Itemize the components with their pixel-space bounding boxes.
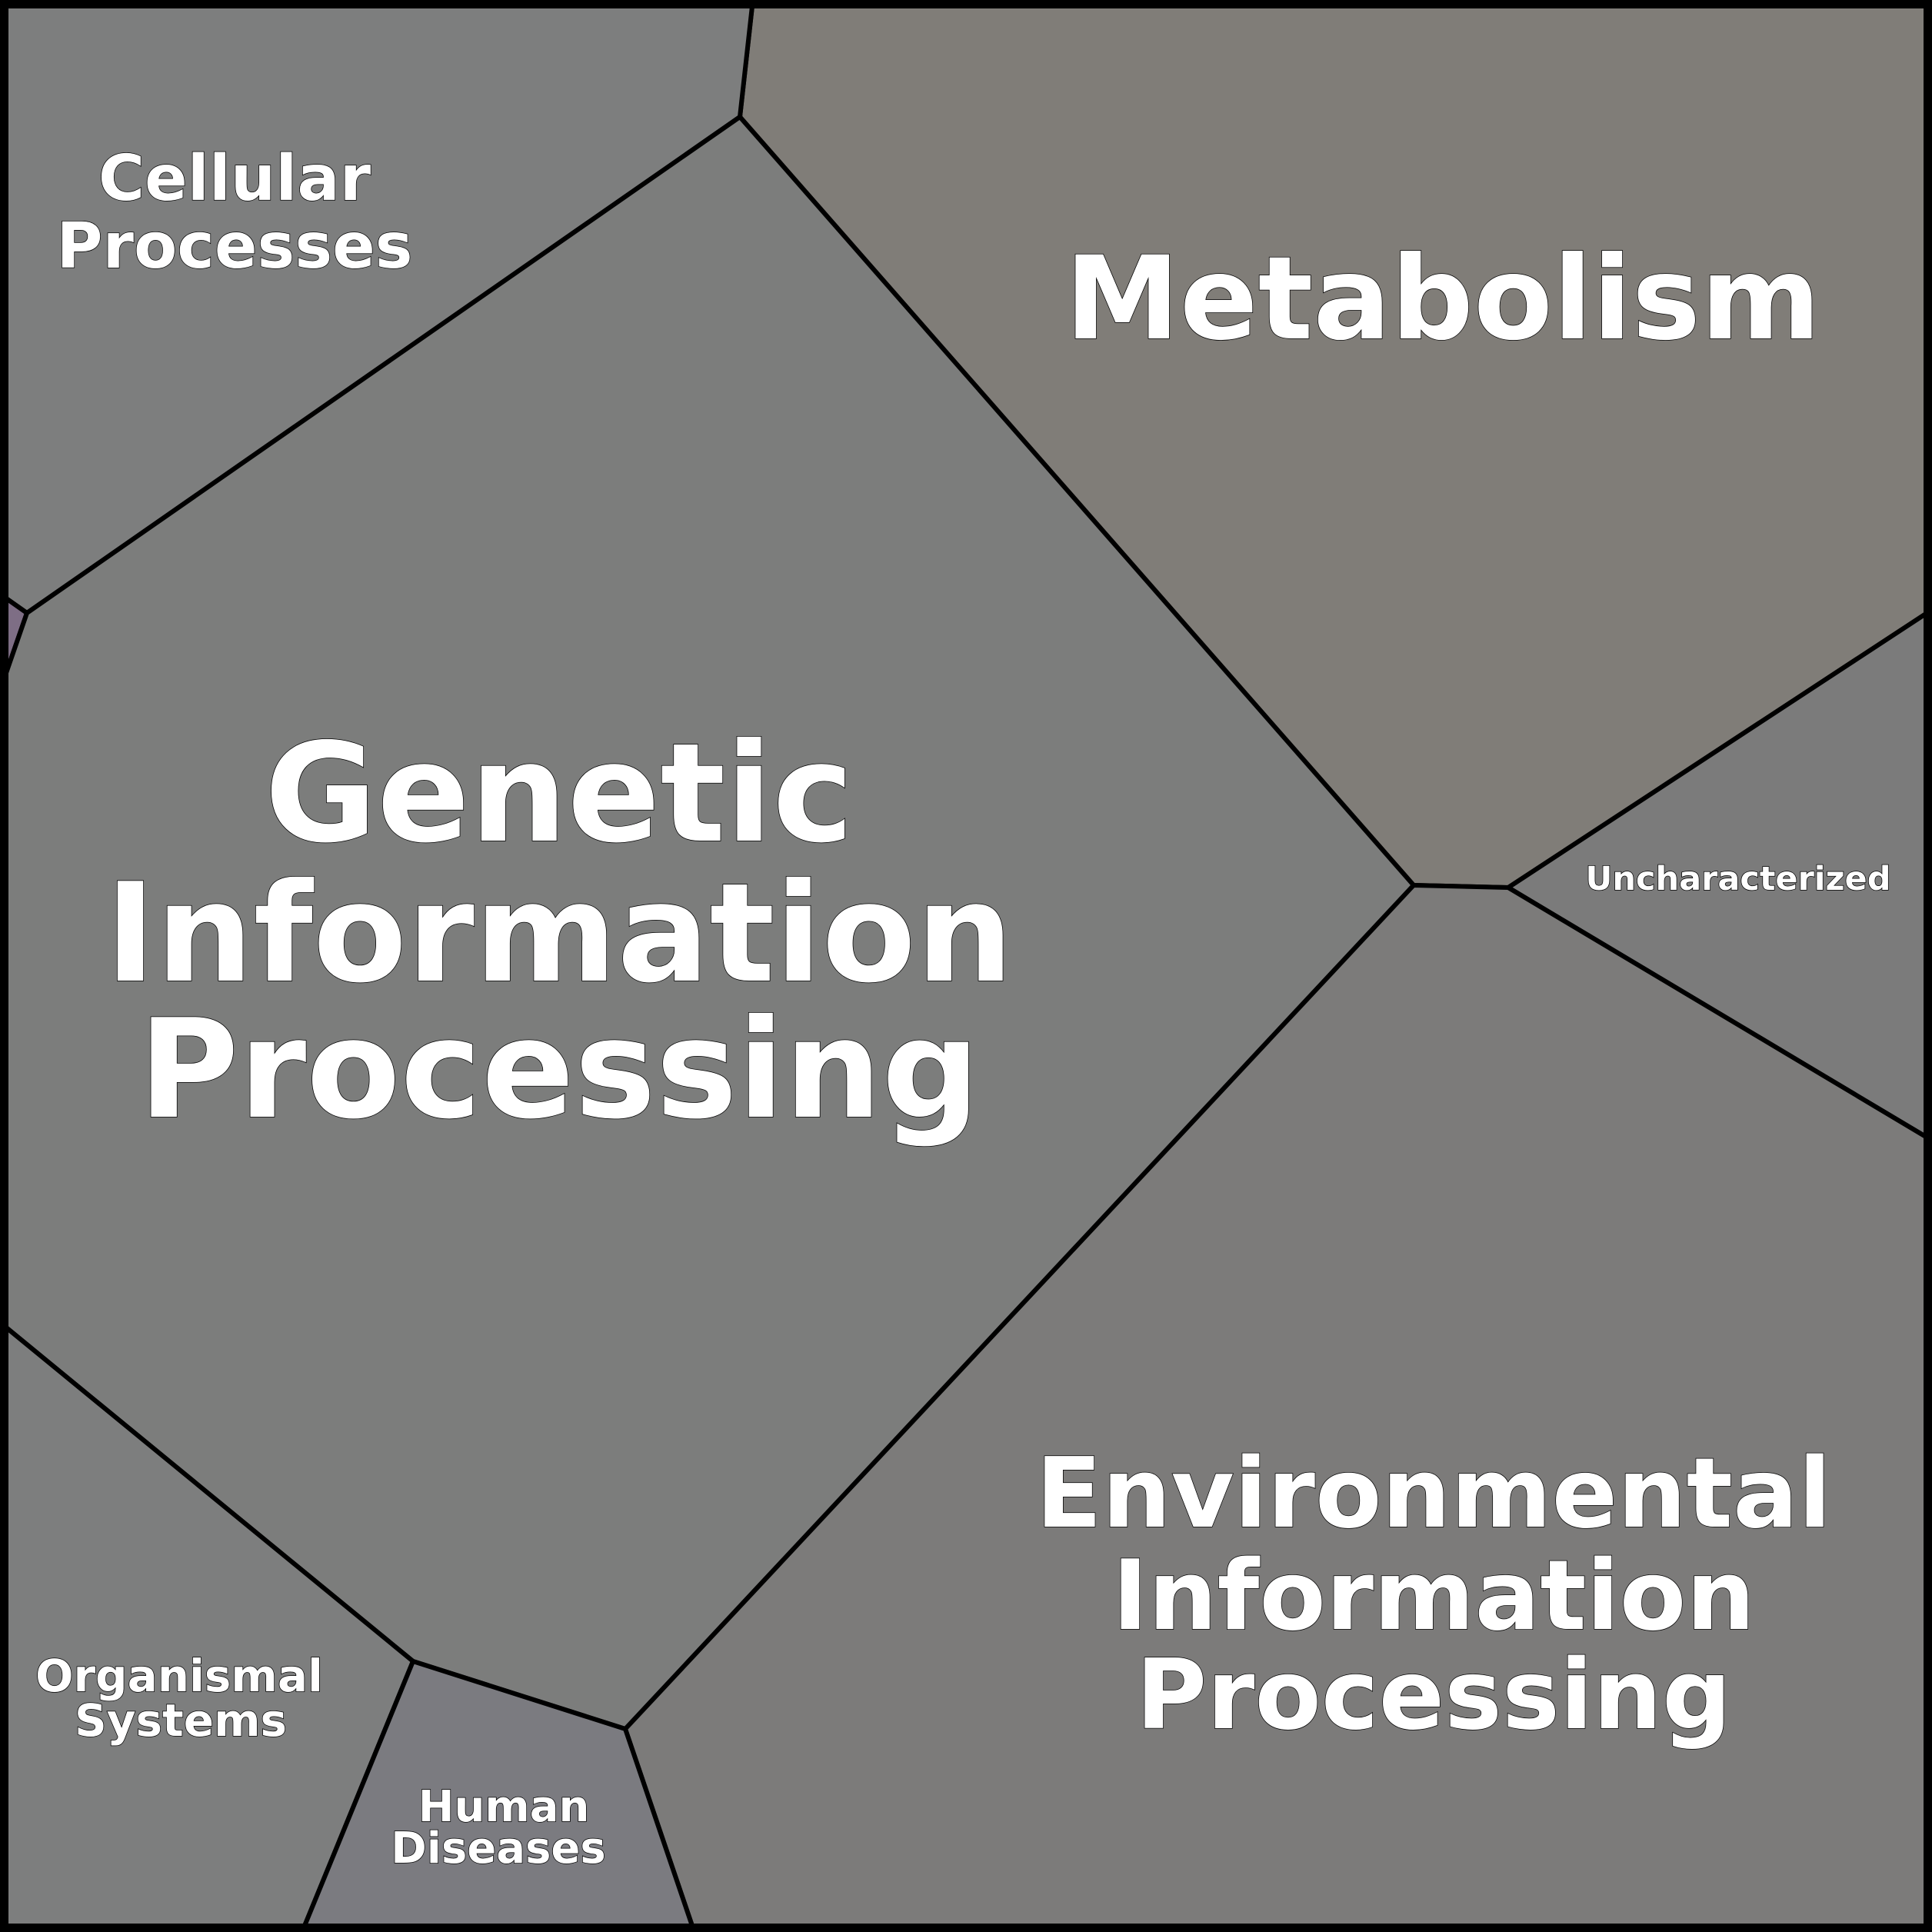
genetic-information-processing-label-line2: Information — [105, 854, 1013, 1013]
genetic-information-processing-label-line1: Genetic — [265, 714, 854, 873]
environmental-information-processing-label-line2: Information — [1112, 1539, 1755, 1652]
environmental-information-processing-label-line3: Processing — [1136, 1638, 1731, 1751]
human-diseases-label-line2: Diseases — [391, 1824, 605, 1874]
cellular-processes-label-line1: Cellular — [98, 142, 371, 215]
human-diseases-label-line1: Human — [418, 1782, 590, 1832]
environmental-information-processing-label-line1: Environmental — [1036, 1437, 1831, 1550]
organismal-systems-label-line2: Systems — [75, 1694, 287, 1747]
uncharacterized-label: Uncharacterized — [1586, 860, 1891, 898]
cellular-processes-label-line2: Processes — [56, 210, 412, 283]
organismal-systems-label-line1: Organismal — [35, 1650, 323, 1702]
metabolism-label: Metabolism — [1065, 232, 1821, 366]
genetic-information-processing-label-line3: Processing — [138, 990, 980, 1149]
